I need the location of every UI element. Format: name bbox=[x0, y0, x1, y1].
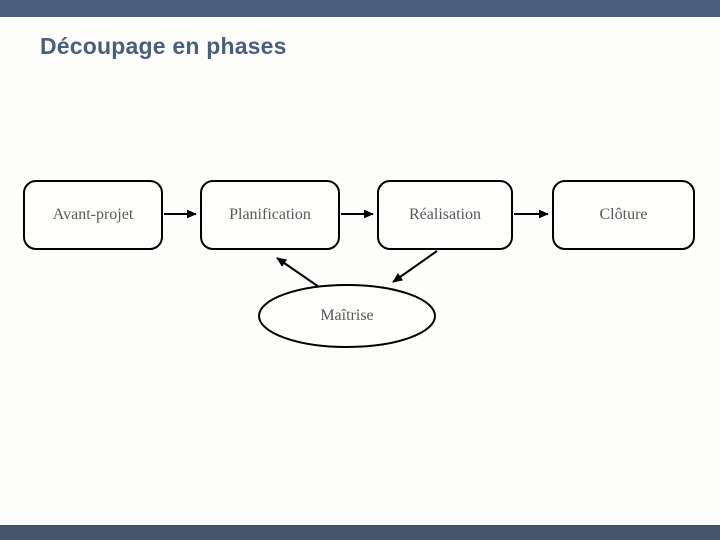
slide-title: Découpage en phases bbox=[40, 33, 287, 59]
top-accent-bar bbox=[0, 0, 720, 17]
phase-box-avant-projet: Avant-projet bbox=[23, 180, 163, 250]
maitrise-label: Maîtrise bbox=[320, 307, 374, 324]
phase-label: Réalisation bbox=[409, 206, 481, 223]
phase-box-realisation: Réalisation bbox=[377, 180, 513, 250]
phase-box-planification: Planification bbox=[200, 180, 340, 250]
arrow-realisation-to-maitrise bbox=[392, 250, 438, 283]
phase-label: Planification bbox=[229, 206, 311, 223]
bottom-accent-bar bbox=[0, 525, 720, 540]
phase-label: Avant-projet bbox=[52, 206, 134, 223]
phase-label: Clôture bbox=[599, 206, 648, 223]
arrow-maitrise-to-planification bbox=[276, 257, 320, 288]
phase-box-cloture: Clôture bbox=[552, 180, 695, 250]
maitrise-label-container: Maîtrise bbox=[287, 305, 407, 327]
